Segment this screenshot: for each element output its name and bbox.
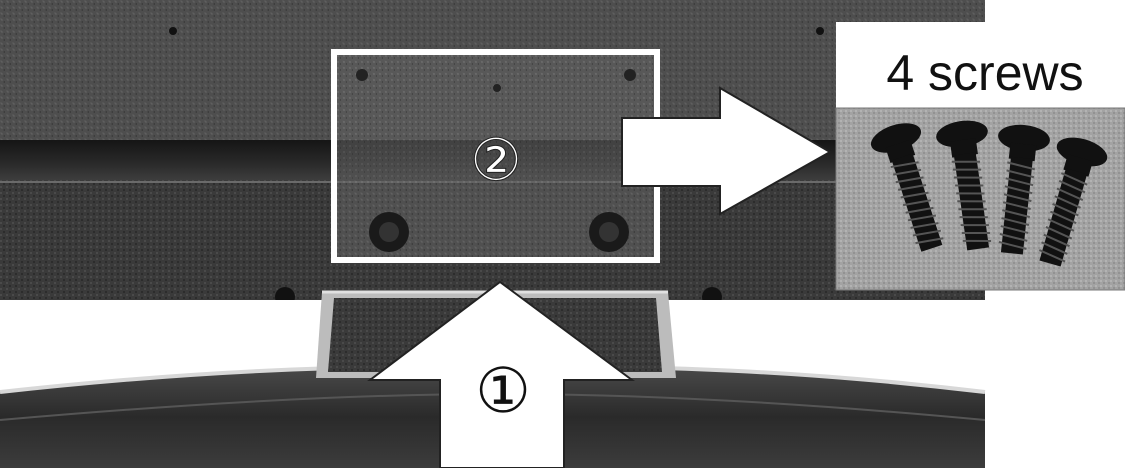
screws-group xyxy=(870,120,1108,267)
step-2-marker: ② xyxy=(470,128,522,193)
screw-icon xyxy=(870,123,944,252)
screw-icon xyxy=(936,120,992,251)
right-arrow-icon xyxy=(621,86,833,216)
up-arrow-icon xyxy=(367,280,636,468)
mounting-plate-highlight xyxy=(331,49,660,263)
screw-icon xyxy=(998,124,1050,255)
step-1-marker: ① xyxy=(475,357,531,426)
screws-caption: 4 screws xyxy=(886,45,1083,101)
screw-icon xyxy=(1038,137,1108,267)
